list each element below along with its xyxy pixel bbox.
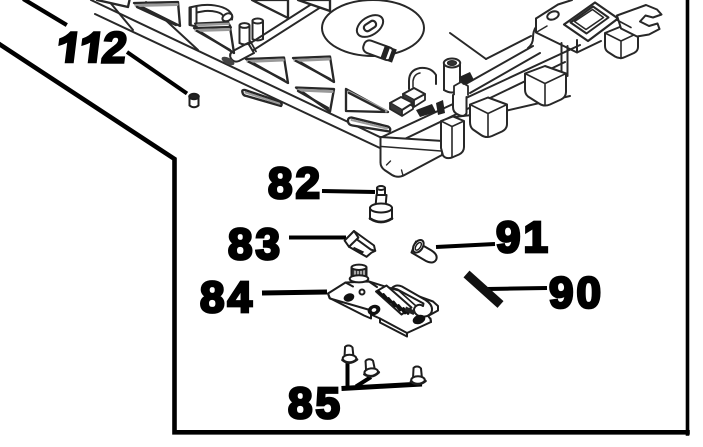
svg-text:90: 90 bbox=[549, 269, 604, 318]
svg-text:2: 2 bbox=[99, 24, 129, 73]
svg-text:91: 91 bbox=[496, 213, 551, 262]
svg-text:83: 83 bbox=[228, 220, 283, 269]
svg-text:82: 82 bbox=[268, 159, 323, 208]
svg-text:84: 84 bbox=[200, 273, 255, 322]
svg-text:85: 85 bbox=[288, 379, 343, 428]
